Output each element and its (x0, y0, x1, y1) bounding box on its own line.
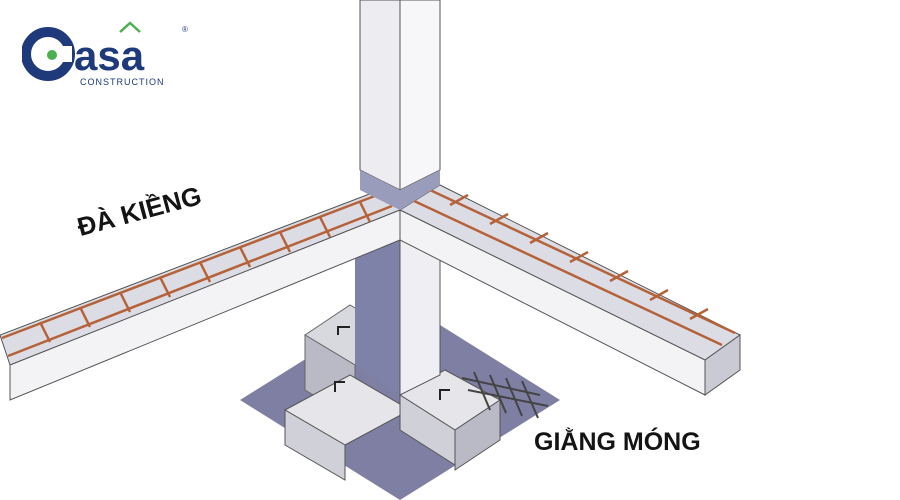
svg-text:CONSTRUCTION: CONSTRUCTION (80, 77, 165, 87)
column-joint (360, 170, 440, 210)
column-lower-front (355, 230, 400, 395)
rebar-right (411, 188, 736, 347)
label-foundation-beam: GIẰNG MÓNG (534, 428, 701, 456)
footing-right-front (454, 399, 501, 471)
column-upper-front (359, 0, 401, 191)
foundation-rebar (461, 371, 549, 419)
rebar-left (1, 192, 393, 358)
svg-text:asa: asa (74, 32, 145, 79)
bracket-mark (439, 389, 450, 400)
bracket-mark (334, 381, 345, 392)
footing-front-side (284, 409, 346, 481)
beam-right-end (704, 334, 741, 396)
bracket-mark (337, 326, 350, 335)
casa-logo: asa ® CONSTRUCTION (22, 21, 188, 87)
svg-text:®: ® (182, 25, 188, 34)
column-upper-side (399, 0, 441, 191)
